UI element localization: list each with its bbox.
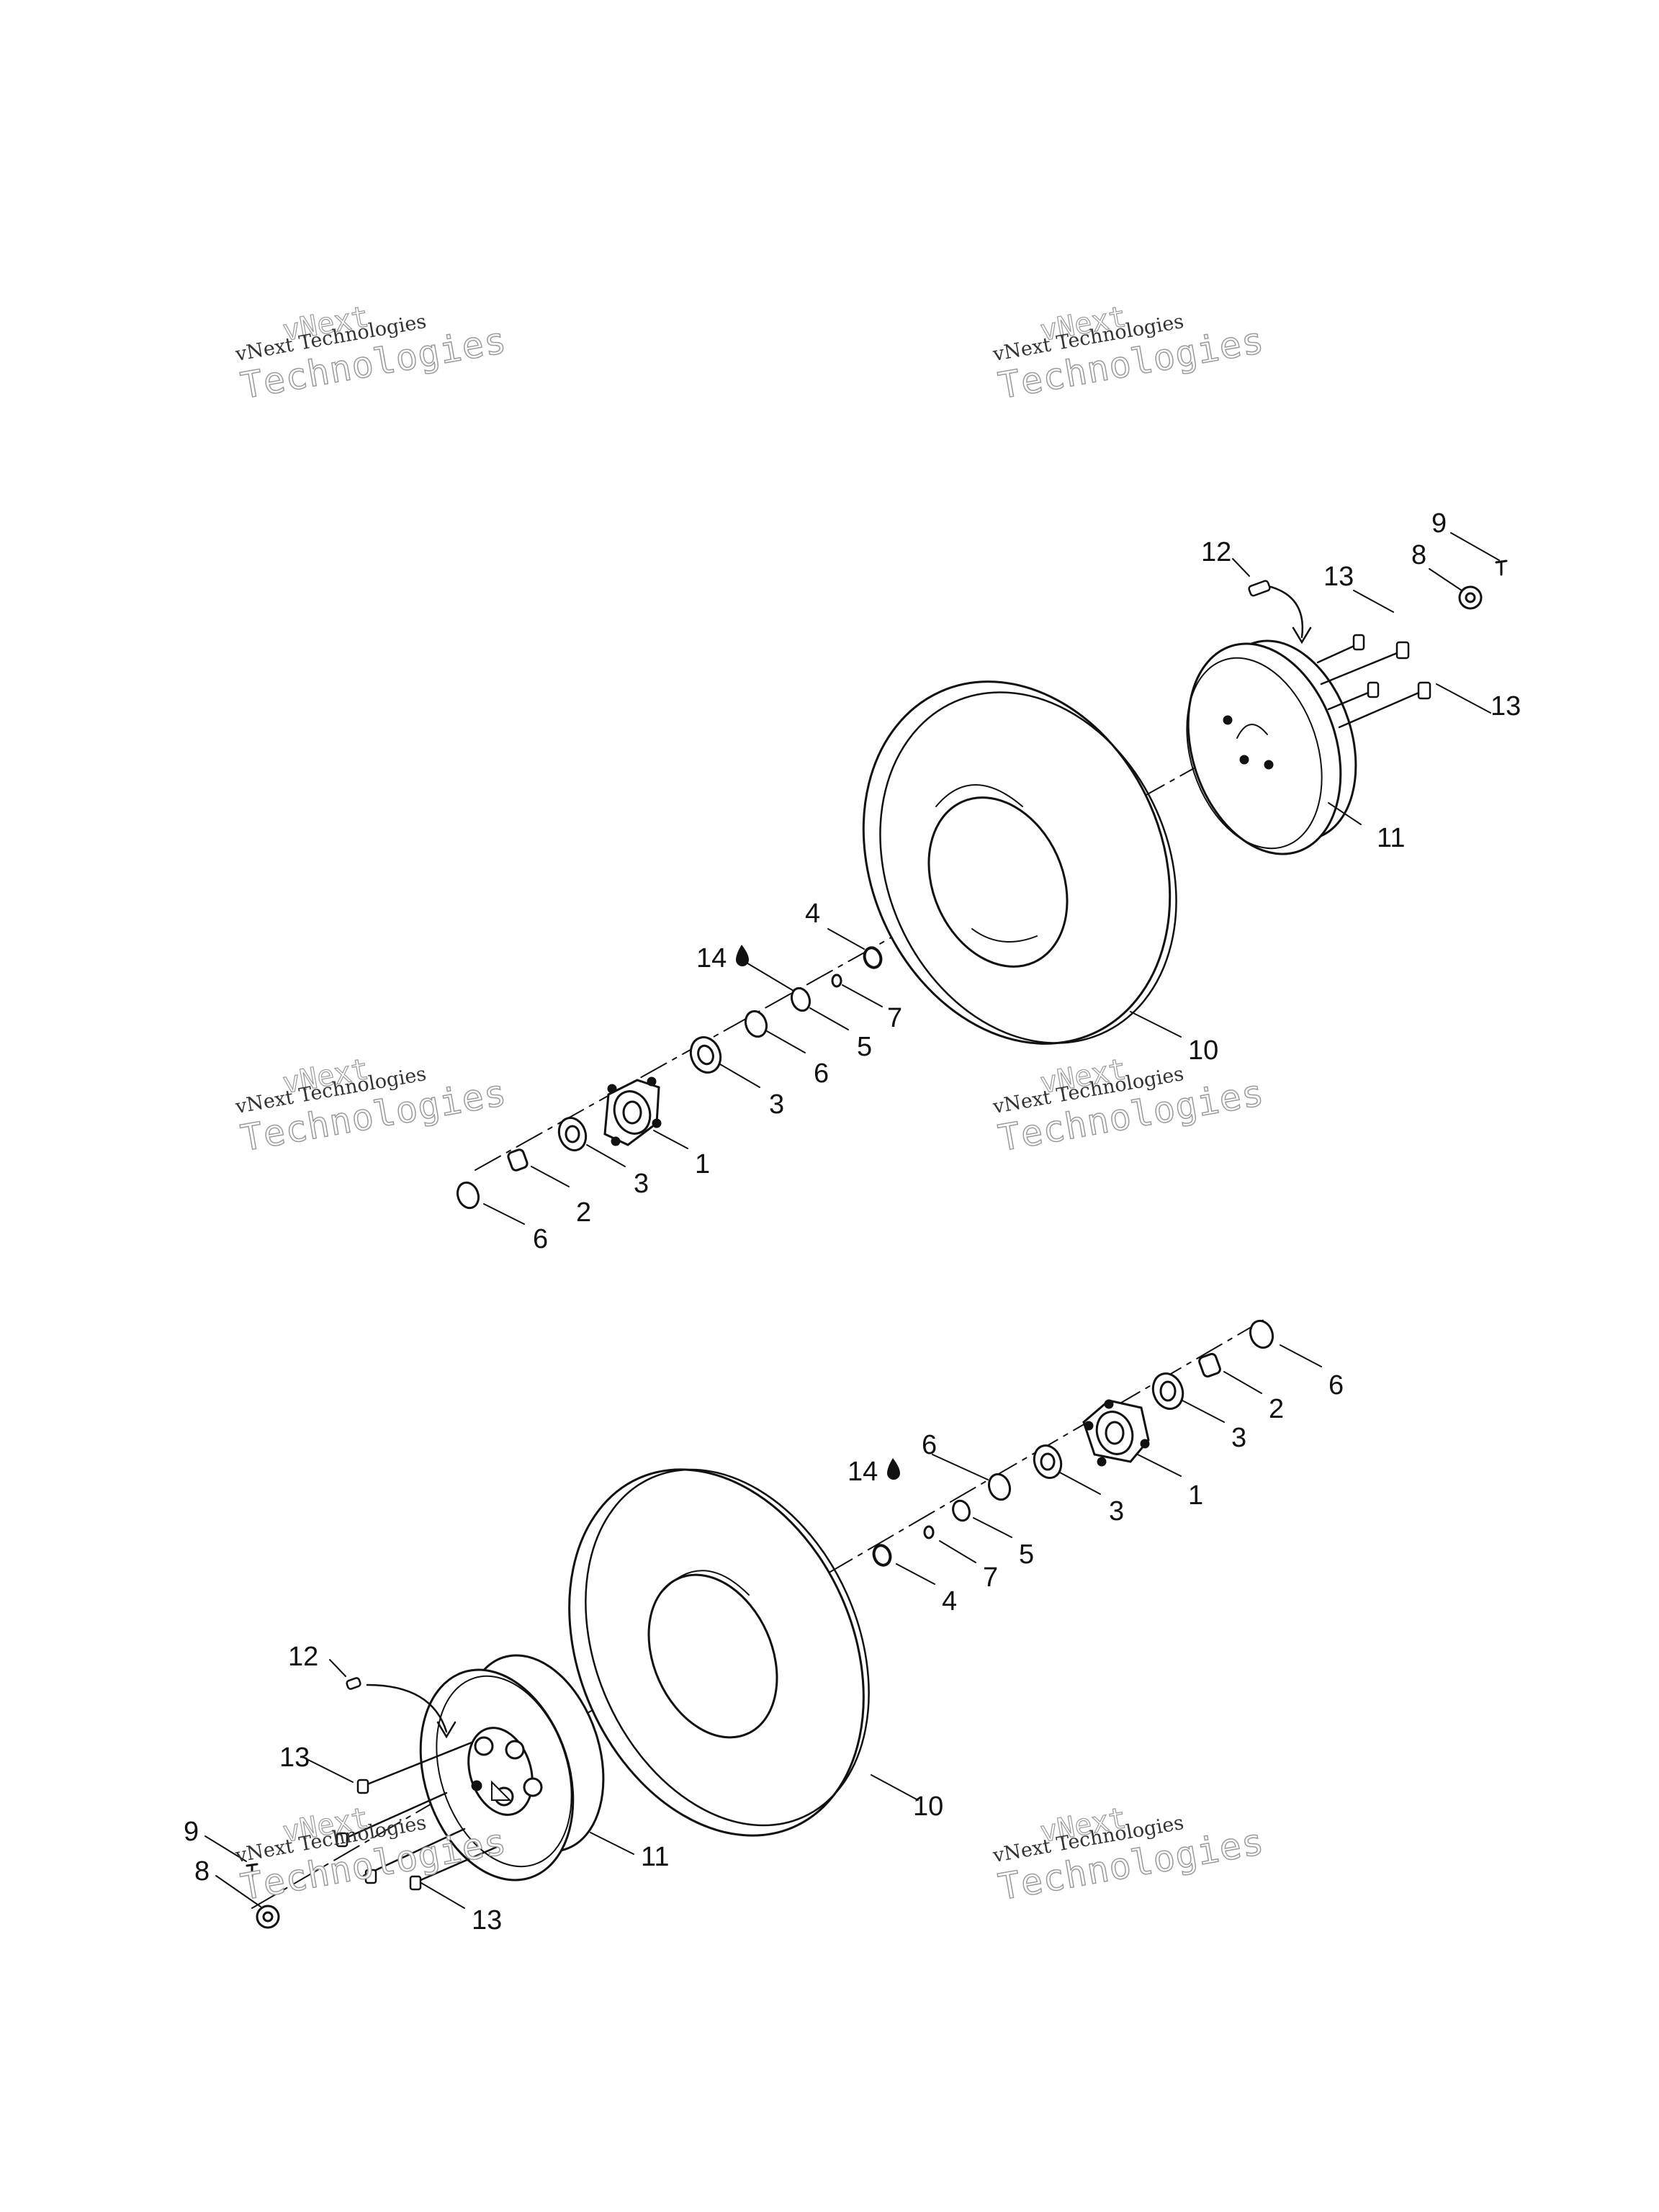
callout-bottom-2: 2 [1269,1394,1285,1424]
callout-bottom-13a: 13 [279,1743,310,1773]
callout-top-13a: 13 [1323,562,1354,592]
top-wheel-studs [1316,634,1431,729]
bottom-hub-1 [1082,1399,1150,1467]
callout-top-3a: 3 [769,1089,785,1120]
top-grease-drop-icon [736,945,749,966]
callout-bottom-11: 11 [641,1842,670,1872]
bottom-axle-nut [256,1905,280,1929]
top-ring-6b [456,1181,480,1210]
callout-bottom-10: 10 [913,1791,944,1822]
bottom-leader-lines [204,1344,1322,1909]
bottom-ring-6b [987,1473,1012,1501]
bottom-bearing-3b [1033,1444,1063,1479]
bottom-cotter-pin [246,1863,258,1881]
top-valve-stem [1248,580,1312,644]
callout-top-5: 5 [857,1032,873,1062]
callout-bottom-13b: 13 [472,1905,503,1936]
callout-bottom-3a: 3 [1231,1423,1247,1453]
bottom-spacer-7 [923,1525,935,1539]
bottom-bearing-3a [1151,1372,1184,1410]
callout-top-12: 12 [1201,537,1232,567]
bottom-wheel-assembly [204,1317,1322,1929]
bottom-spacer-2 [1198,1352,1221,1378]
top-spacer-2 [507,1148,529,1172]
callout-top-9: 9 [1431,508,1447,539]
top-seal-4 [863,946,883,969]
callout-top-14: 14 [696,943,727,974]
callout-top-6b: 6 [533,1224,549,1254]
callout-top-2: 2 [576,1197,592,1228]
callout-top-13b: 13 [1491,691,1521,721]
top-rim [1186,639,1357,855]
callout-bottom-5: 5 [1019,1539,1035,1570]
top-hub-1 [603,1076,662,1146]
top-bearing-3a [689,1036,722,1074]
top-leader-lines [483,532,1500,1225]
top-spacer-7 [831,974,842,988]
bottom-washer-5 [952,1499,971,1522]
callout-top-1: 1 [695,1149,711,1179]
top-wheel-assembly [456,532,1508,1225]
callout-bottom-4: 4 [942,1586,958,1617]
top-cotter-pin [1495,559,1508,576]
callout-bottom-7: 7 [983,1563,999,1593]
callout-top-11: 11 [1377,823,1406,853]
top-ring-6 [744,1010,768,1038]
callout-bottom-12: 12 [288,1642,319,1672]
callout-top-7: 7 [887,1003,903,1033]
callout-bottom-1: 1 [1188,1480,1204,1511]
callout-top-3b: 3 [634,1169,649,1199]
top-washer-5 [790,986,811,1012]
callout-top-6a: 6 [814,1058,830,1089]
bottom-seal-4 [872,1544,892,1567]
callout-bottom-8: 8 [194,1856,210,1887]
top-tire [862,680,1177,1045]
bottom-ring-6 [1249,1319,1274,1349]
bottom-valve-stem [346,1677,457,1739]
callout-bottom-9: 9 [184,1817,199,1847]
callout-bottom-6a: 6 [1328,1370,1344,1401]
bottom-grease-drop-icon [887,1458,900,1480]
callout-bottom-14: 14 [848,1457,878,1487]
bottom-wheel-studs [336,1741,498,1891]
callout-top-8: 8 [1411,540,1427,570]
bottom-tire [568,1468,870,1837]
callout-top-10: 10 [1188,1035,1219,1066]
top-axle-nut [1458,585,1483,610]
callout-bottom-6b: 6 [922,1430,938,1460]
top-bearing-3b [557,1117,588,1151]
bottom-rim [419,1654,605,1881]
callout-top-4: 4 [805,899,821,929]
callout-bottom-3b: 3 [1109,1496,1125,1527]
